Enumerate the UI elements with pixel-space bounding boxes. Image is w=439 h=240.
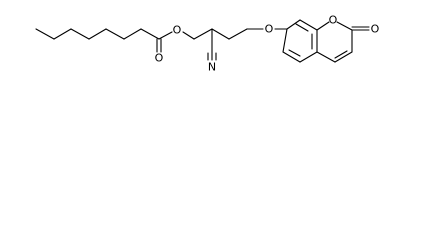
bond bbox=[140, 28, 160, 40]
lactone-carbonyl-oxygen-label: O bbox=[371, 23, 380, 36]
structure-diagram: O O N O O O bbox=[35, 14, 380, 74]
carbonyl-oxygen-label: O bbox=[155, 52, 164, 65]
bond bbox=[193, 28, 213, 40]
aromatic-inner-bond bbox=[288, 49, 301, 57]
alkene-inner-bond bbox=[334, 50, 348, 59]
bond bbox=[182, 31, 195, 40]
bond bbox=[299, 19, 318, 31]
bond bbox=[53, 28, 72, 40]
atom-labels: O O N O O O bbox=[155, 14, 380, 74]
ether-oxygen-label: O bbox=[265, 23, 274, 36]
bond bbox=[286, 19, 301, 30]
ester-group bbox=[156, 31, 195, 53]
bond bbox=[88, 28, 107, 40]
bond bbox=[334, 51, 353, 63]
bond bbox=[282, 51, 301, 63]
bond bbox=[299, 51, 318, 63]
bond bbox=[211, 28, 230, 40]
benzene-ring bbox=[282, 19, 318, 63]
nitrile-group bbox=[207, 51, 217, 61]
ring-oxygen-label: O bbox=[329, 14, 338, 27]
ester-oxygen-label: O bbox=[173, 24, 182, 37]
aromatic-inner-bond bbox=[295, 23, 309, 32]
bond bbox=[316, 51, 336, 63]
linker bbox=[193, 28, 288, 53]
octanoyl-chain bbox=[35, 28, 160, 40]
molecule-canvas: O O N O O O bbox=[0, 0, 439, 100]
bond bbox=[158, 31, 173, 40]
pyranone-ring bbox=[316, 21, 370, 63]
bond bbox=[35, 28, 55, 40]
bond bbox=[123, 28, 142, 40]
bond bbox=[228, 28, 248, 40]
bond bbox=[336, 21, 353, 31]
nitrile-nitrogen-label: N bbox=[208, 61, 216, 74]
bond bbox=[105, 28, 125, 40]
bond bbox=[316, 21, 330, 31]
bond bbox=[70, 28, 90, 40]
bond bbox=[282, 28, 288, 53]
